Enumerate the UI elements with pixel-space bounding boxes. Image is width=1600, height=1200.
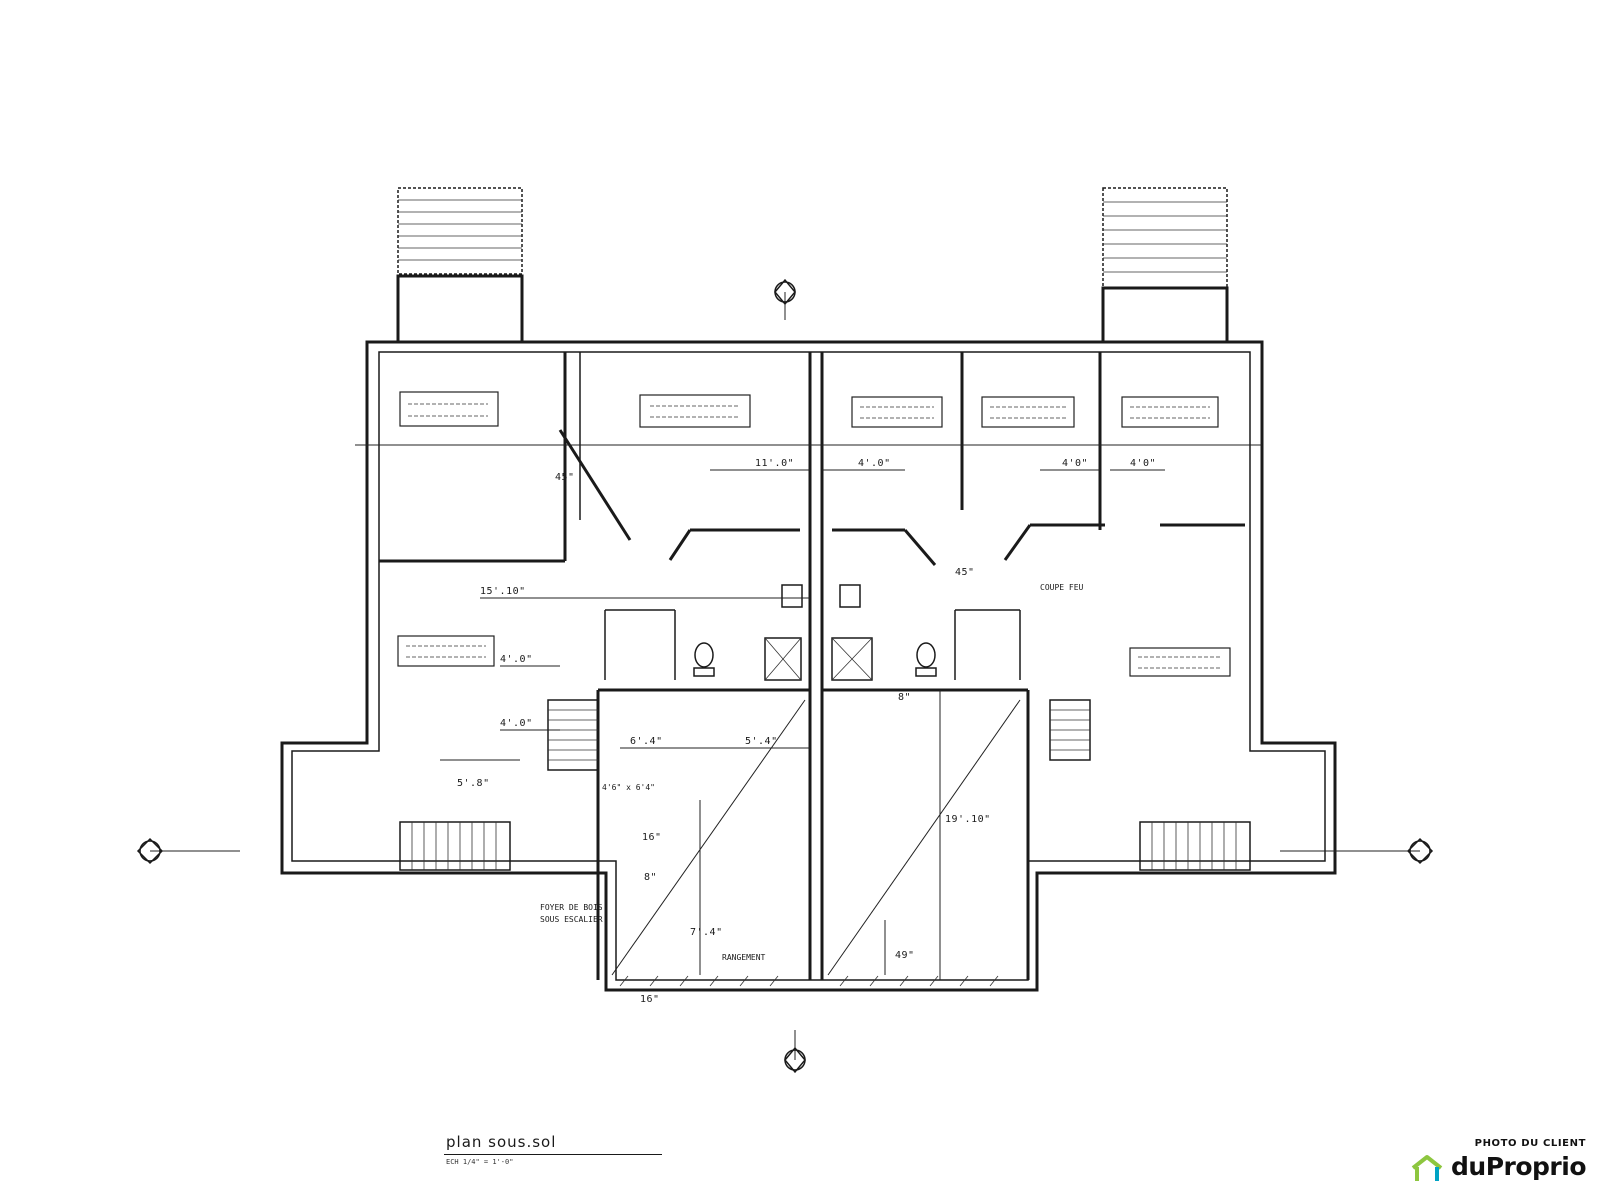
dim-label: 4'0" (1062, 458, 1088, 469)
interior-stairs (399, 699, 1251, 871)
dim-label: 49" (895, 950, 915, 961)
section-marker-icon (1280, 837, 1434, 865)
dimension-labels: 11'.0" 4'.0" 4'0" 4'0" 15'.10" 4'.0" 4'.… (457, 458, 1156, 1005)
stair-dim-label: 4'6" x 6'4" (602, 783, 655, 792)
dim-label: 19'.10" (945, 814, 991, 825)
brand-name: duProprio (1451, 1152, 1587, 1181)
dim-label: 45" (955, 567, 975, 578)
dimension-lines (355, 444, 1262, 980)
dim-label: 5'.4" (745, 736, 778, 747)
dim-label: 15'.10" (480, 586, 526, 597)
dim-label: 4'.0" (500, 718, 533, 729)
note-label: SOUS ESCALIER (540, 915, 603, 924)
dim-label: 8" (644, 872, 657, 883)
bathroom-fixtures (693, 584, 937, 681)
dim-label: 4'.0" (858, 458, 891, 469)
dim-label: 4'.0" (500, 654, 533, 665)
plan-title: plan sous.sol (446, 1133, 557, 1151)
foundation-hatching (619, 975, 999, 987)
interior-walls (379, 352, 1245, 980)
dim-label: 11'.0" (755, 458, 794, 469)
dim-label: 7'.4" (690, 927, 723, 938)
house-outline-icon (1411, 1155, 1443, 1181)
note-label: COUPE FEU (1040, 583, 1084, 592)
dim-label: 8" (898, 692, 911, 703)
unfinished-area-diagonals (611, 699, 1021, 976)
dim-label: 4'0" (1130, 458, 1156, 469)
dim-label: 5'.8" (457, 778, 490, 789)
party-wall (808, 352, 824, 980)
duproprio-watermark: PHOTO DU CLIENT duProprio (1406, 1138, 1587, 1188)
note-label: RANGEMENT (722, 953, 766, 962)
dim-label: 6'.4" (630, 736, 663, 747)
exterior-stair-right (1101, 187, 1229, 344)
room-label-boxes (397, 391, 1231, 677)
dim-label: 16" (642, 832, 662, 843)
dim-label: 16" (640, 994, 660, 1005)
section-marker-icon (136, 837, 240, 865)
plan-scale: ECH 1/4" = 1'-0" (446, 1158, 514, 1166)
plan-title-underline (444, 1154, 662, 1155)
section-marker-icon (774, 278, 796, 320)
section-marker-icon (784, 1030, 806, 1074)
brand-tagline: PHOTO DU CLIENT (1474, 1138, 1586, 1149)
exterior-stair-left (396, 187, 524, 344)
dim-label: 45" (555, 472, 575, 483)
note-label: FOYER DE BOIS (540, 903, 603, 912)
